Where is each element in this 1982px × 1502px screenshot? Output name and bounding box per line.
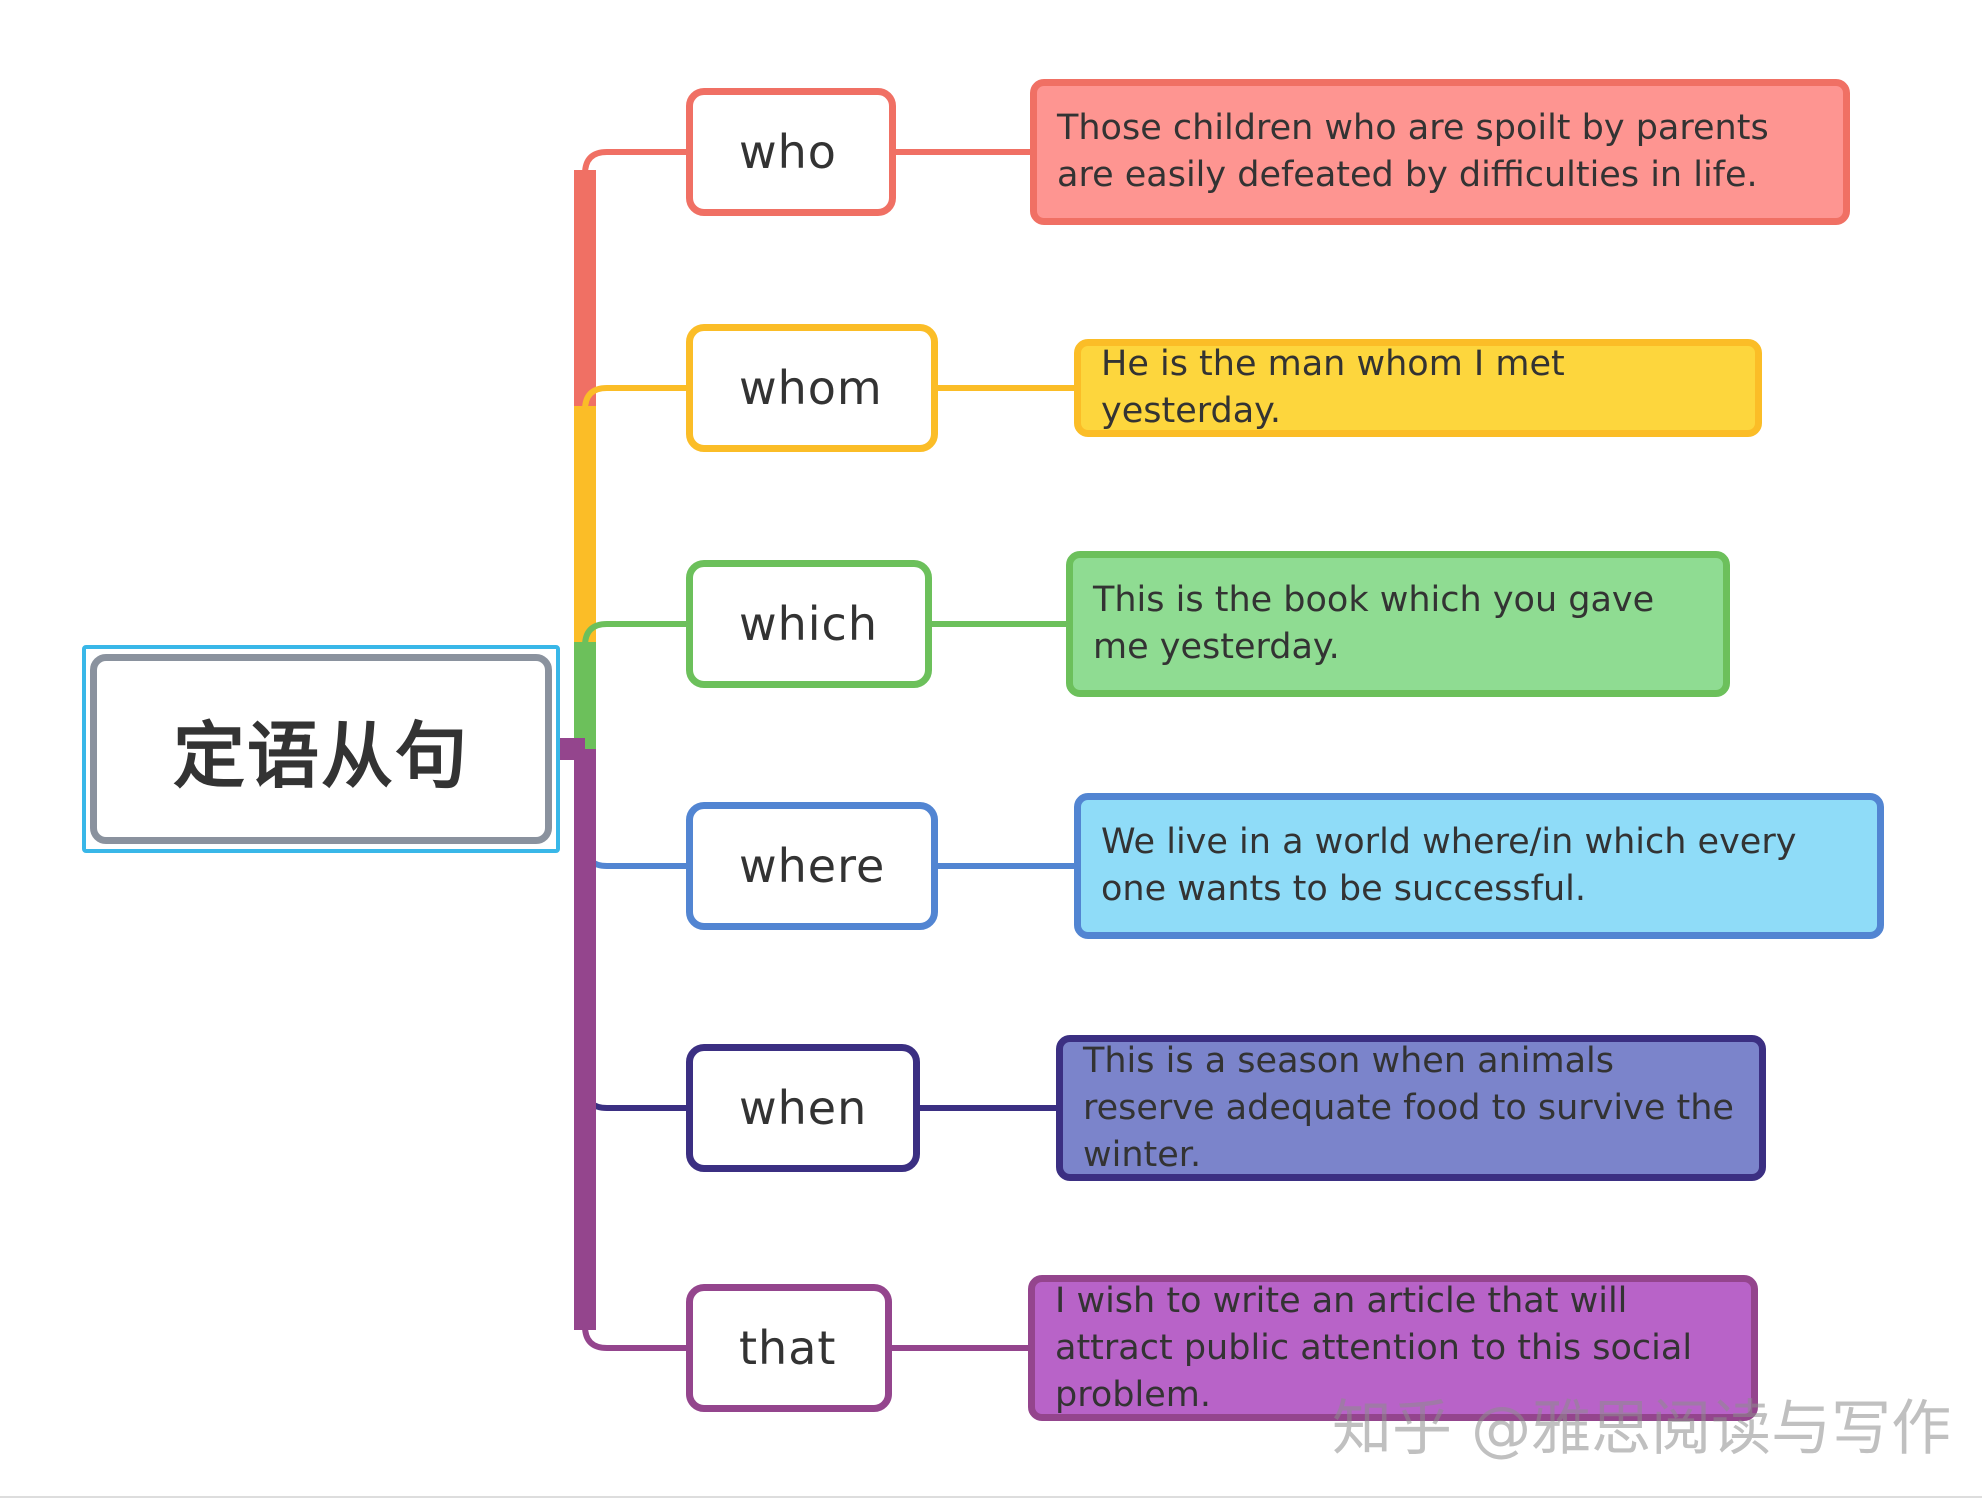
branch-connector <box>582 149 686 175</box>
pronoun-label: where <box>739 839 886 893</box>
pronoun-node-that[interactable]: that <box>686 1284 892 1412</box>
example-sentence-text: I wish to write an article that will att… <box>1055 1280 1693 1415</box>
pronoun-node-which[interactable]: which <box>686 560 932 688</box>
example-sentence-text: This is the book which you gave me yeste… <box>1093 580 1655 667</box>
example-sentence-node[interactable]: We live in a world where/in which every … <box>1074 793 1884 939</box>
pronoun-label: who <box>739 125 837 179</box>
pronoun-node-who[interactable]: who <box>686 88 896 216</box>
example-sentence-text: He is the man whom I met yesterday. <box>1101 344 1565 431</box>
pronoun-label: which <box>739 597 879 651</box>
example-sentence-text: We live in a world where/in which every … <box>1101 822 1797 909</box>
pronoun-label: whom <box>739 361 883 415</box>
example-sentence-text: This is a season when animals reserve ad… <box>1083 1040 1734 1175</box>
watermark: 知乎 @雅思阅读与写作 <box>1332 1394 1952 1464</box>
example-sentence-node[interactable]: Those children who are spoilt by parents… <box>1030 79 1850 225</box>
example-sentence-node[interactable]: I wish to write an article that will att… <box>1028 1275 1758 1421</box>
branch-connector <box>582 1085 686 1111</box>
root-node-label: 定语从句 <box>172 713 469 798</box>
branch-connector <box>582 1325 686 1351</box>
pronoun-node-where[interactable]: where <box>686 802 938 930</box>
branch-connector <box>582 843 686 869</box>
pronoun-node-when[interactable]: when <box>686 1044 920 1172</box>
example-sentence-node[interactable]: This is the book which you gave me yeste… <box>1066 551 1730 697</box>
example-sentence-text: Those children who are spoilt by parents… <box>1057 108 1769 195</box>
pronoun-label: that <box>739 1321 837 1375</box>
root-node[interactable]: 定语从句 <box>90 654 552 844</box>
branch-connector <box>582 621 686 647</box>
pronoun-label: when <box>739 1081 868 1135</box>
branch-connector <box>582 385 686 411</box>
bottom-divider <box>0 1496 1982 1498</box>
pronoun-node-whom[interactable]: whom <box>686 324 938 452</box>
example-sentence-node[interactable]: This is a season when animals reserve ad… <box>1056 1035 1766 1181</box>
example-sentence-node[interactable]: He is the man whom I met yesterday. <box>1074 339 1762 437</box>
